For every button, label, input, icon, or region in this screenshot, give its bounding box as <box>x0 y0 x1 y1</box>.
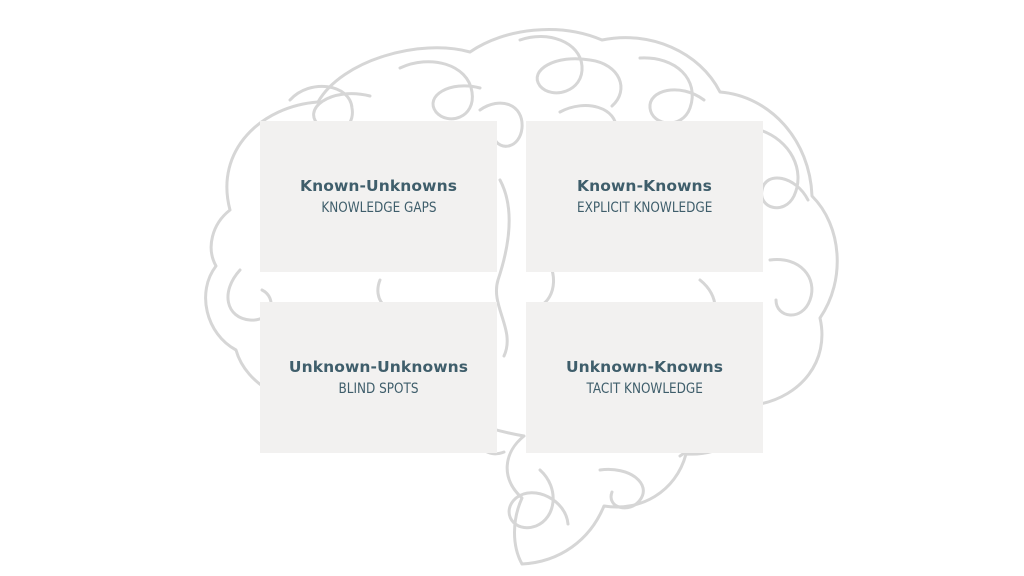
brain-fold-15 <box>598 467 645 510</box>
quadrant-unknown-knowns: Unknown-Knowns TACIT KNOWLEDGE <box>526 302 763 453</box>
brain-fold-8 <box>226 268 273 322</box>
quadrant-title: Unknown-Knowns <box>565 357 724 376</box>
quadrant-subtitle: BLIND SPOTS <box>338 380 419 397</box>
quadrant-subtitle: TACIT KNOWLEDGE <box>586 380 703 397</box>
brain-fold-2 <box>398 60 482 121</box>
brain-fold-10 <box>495 178 511 358</box>
quadrant-title: Known-Knowns <box>577 176 712 195</box>
quadrant-subtitle: KNOWLEDGE GAPS <box>320 199 437 216</box>
brain-fold-9 <box>768 258 814 317</box>
brain-fold-4 <box>638 56 706 125</box>
quadrant-known-knowns: Known-Knowns EXPLICIT KNOWLEDGE <box>526 121 763 272</box>
quadrant-title: Unknown-Unknowns <box>288 357 469 376</box>
quadrant-title: Known-Unknowns <box>299 176 458 195</box>
brain-fold-5 <box>758 128 810 210</box>
quadrant-known-unknowns: Known-Unknowns KNOWLEDGE GAPS <box>260 121 497 272</box>
brain-fold-6 <box>478 101 524 148</box>
brain-outline <box>204 28 839 566</box>
brain-fold-3 <box>518 35 623 108</box>
quadrant-unknown-unknowns: Unknown-Unknowns BLIND SPOTS <box>260 302 497 453</box>
brain-stem-swirl <box>507 468 570 530</box>
quadrant-subtitle: EXPLICIT KNOWLEDGE <box>576 199 713 216</box>
